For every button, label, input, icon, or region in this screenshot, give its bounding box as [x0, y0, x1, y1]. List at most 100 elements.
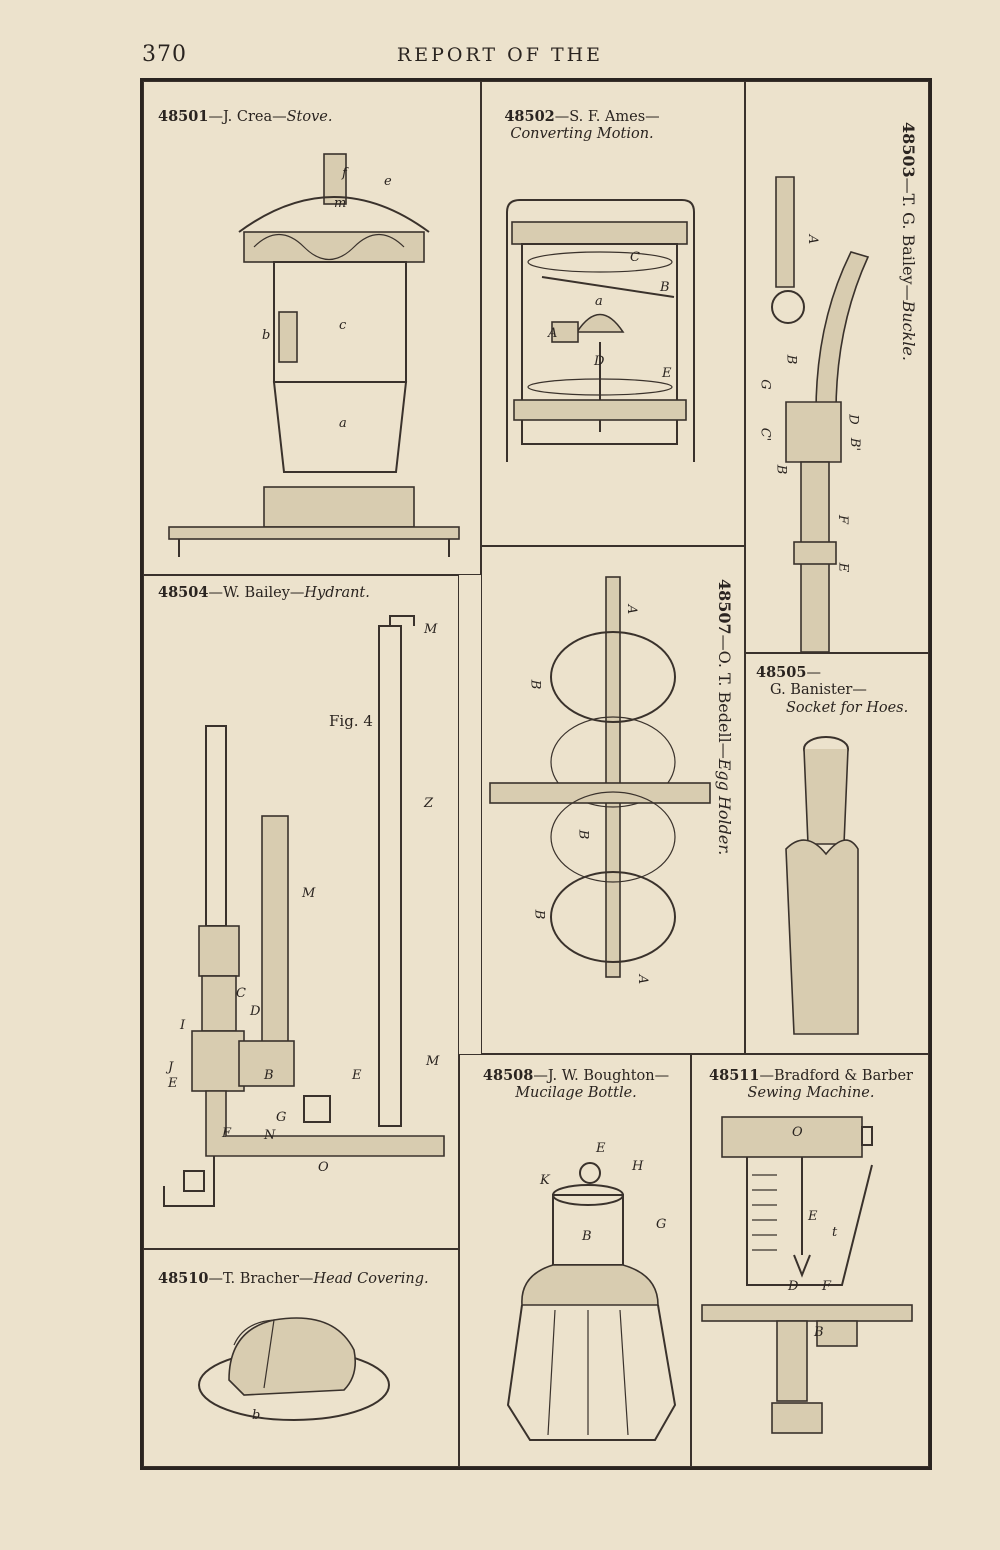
inventor-name: T. Bracher	[222, 1271, 299, 1287]
fig-label: Fig. 4	[329, 712, 373, 730]
figure-48503: 48503—T. G. Bailey—Buckle. A B G C' D B'…	[745, 81, 929, 653]
invention-title: Converting Motion.	[510, 126, 654, 143]
motion-drawing	[506, 199, 695, 462]
invention-title: Sewing Machine.	[747, 1085, 875, 1102]
label-B: B	[264, 1068, 274, 1083]
label-D: D	[250, 1004, 261, 1019]
label-B-2: B	[575, 829, 591, 840]
label-M-mid: M	[302, 886, 316, 901]
label-E: E	[835, 562, 851, 573]
figure-48501: 48501—J. Crea—Stove. f e m b c a	[143, 81, 481, 575]
hoe-socket-drawing	[785, 736, 859, 1035]
figure-caption: 48502—S. F. Ames—Converting Motion.	[504, 108, 660, 143]
label-B: B	[783, 354, 799, 365]
head-covering-drawing	[198, 1317, 390, 1421]
label-e: e	[384, 174, 392, 189]
label-B-lower: B	[773, 464, 789, 475]
label-H: H	[632, 1159, 644, 1174]
label-D: D	[594, 354, 605, 369]
inventor-name: J. W. Boughton	[547, 1068, 655, 1084]
invention-title: Socket for Hoes.	[786, 699, 909, 716]
figure-48505: 48505— G. Banister— Socket for Hoes.	[745, 653, 929, 1054]
label-M-right: M	[426, 1054, 440, 1069]
figure-48502: 48502—S. F. Ames—Converting Motion. C B …	[481, 81, 745, 546]
inventor-name: G. Banister	[770, 682, 853, 699]
figure-caption: 48504—W. Bailey—Hydrant.	[158, 584, 370, 601]
label-t: t	[832, 1225, 838, 1240]
patent-number: 48505	[756, 664, 807, 681]
label-B-1: B	[527, 679, 543, 690]
patent-number: 48502	[504, 108, 555, 125]
label-f: f	[342, 166, 347, 181]
label-B: B	[660, 280, 670, 295]
running-head: REPORT OF THE	[396, 44, 604, 66]
invention-title: Mucilage Bottle.	[515, 1085, 637, 1102]
label-I: I	[180, 1018, 186, 1033]
label-A-bottom: A	[635, 974, 651, 985]
patent-number: 48504	[158, 584, 209, 601]
hydrant-drawing	[163, 615, 445, 1207]
label-A-top: A	[624, 604, 640, 615]
label-O: O	[318, 1160, 329, 1175]
label-M-top: M	[424, 622, 438, 637]
patent-number: 48511	[709, 1067, 760, 1084]
label-C-prime: C'	[757, 427, 773, 442]
label-B-prime: B'	[847, 437, 863, 452]
figure-48511: 48511—Bradford & Barber Sewing Machine. …	[691, 1054, 929, 1467]
mucilage-bottle-drawing	[506, 1162, 677, 1441]
figure-48507: 48507—O. T. Bedell—Egg Holder. A B B B A	[481, 546, 745, 1054]
figure-caption: 48505— G. Banister— Socket for Hoes.	[756, 664, 909, 716]
figure-48510: 48510—T. Bracher—Head Covering. b	[143, 1249, 459, 1467]
patent-number: 48501	[158, 108, 209, 125]
label-D: D	[788, 1279, 799, 1294]
label-E-right: E	[352, 1068, 362, 1083]
label-B: B	[582, 1229, 592, 1244]
egg-holder-drawing	[489, 576, 711, 978]
patent-number: 48508	[482, 1067, 534, 1084]
label-b: b	[262, 328, 271, 343]
label-B-3: B	[531, 909, 547, 920]
label-E-left: E	[168, 1076, 178, 1091]
label-E: E	[808, 1209, 818, 1224]
figure-frame: 48501—J. Crea—Stove. f e m b c a 48502—S…	[140, 78, 932, 1470]
label-F: F	[822, 1279, 832, 1294]
label-m: m	[334, 196, 347, 211]
label-E: E	[596, 1141, 606, 1156]
figure-caption: 48511—Bradford & Barber Sewing Machine.	[709, 1067, 913, 1102]
label-G: G	[276, 1110, 287, 1125]
label-E: E	[662, 366, 672, 381]
label-B: B	[814, 1325, 824, 1340]
inventor-name: S. F. Ames	[569, 109, 646, 125]
page-number: 370	[142, 42, 187, 67]
inventor-name: W. Bailey	[222, 585, 290, 601]
label-N: N	[264, 1128, 276, 1143]
label-C: C	[630, 250, 640, 265]
label-K: K	[540, 1173, 550, 1188]
figure-caption: 48510—T. Bracher—Head Covering.	[158, 1270, 429, 1287]
label-G: G	[757, 379, 773, 390]
label-F: F	[835, 514, 851, 525]
patent-number: 48510	[158, 1270, 209, 1287]
label-Z: Z	[424, 796, 434, 811]
inventor-name: Bradford & Barber	[773, 1068, 913, 1084]
sewing-machine-drawing	[701, 1116, 913, 1434]
label-A: A	[548, 326, 558, 341]
label-c: c	[339, 318, 347, 333]
figure-48504: 48504—W. Bailey—Hydrant. Fig. 4 M Z M C …	[143, 575, 459, 1249]
label-a: a	[595, 294, 603, 309]
label-a: a	[339, 416, 347, 431]
figure-caption: 48508—J. W. Boughton— Mucilage Bottle.	[482, 1067, 670, 1102]
figure-caption: 48501—J. Crea—Stove.	[158, 108, 333, 125]
stove-drawing	[168, 153, 460, 557]
label-O: O	[792, 1125, 803, 1140]
label-F: F	[222, 1126, 232, 1141]
label-b: b	[252, 1408, 261, 1423]
label-J: J	[168, 1060, 174, 1075]
inventor-name: J. Crea	[222, 109, 273, 125]
buckle-drawing	[771, 176, 870, 653]
label-G: G	[656, 1217, 667, 1232]
label-D: D	[845, 414, 861, 425]
label-C: C	[236, 986, 246, 1001]
figure-48508: 48508—J. W. Boughton— Mucilage Bottle. E…	[459, 1054, 691, 1467]
invention-title: Stove.	[286, 109, 333, 125]
